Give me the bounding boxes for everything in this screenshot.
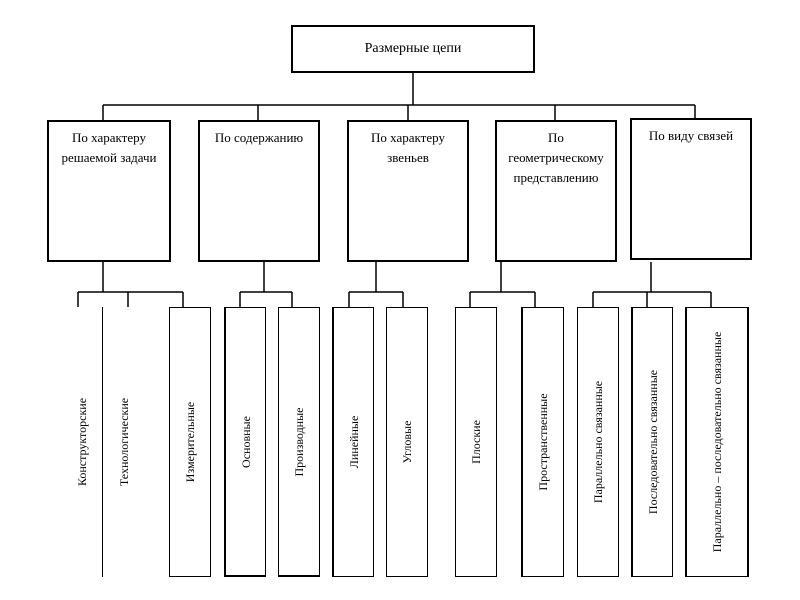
leaf-basic: Основные <box>224 307 266 577</box>
leaf-sequential: Последовательно связанные <box>631 307 673 577</box>
leaf-label: Параллельно связанные <box>591 380 605 504</box>
category-label: По виду связей <box>648 128 734 143</box>
leaf-angular: Угловые <box>386 307 428 577</box>
category-geometric: По геометрическому представлению <box>495 120 617 262</box>
leaf-label: Измерительные <box>183 401 197 483</box>
leaf-constructive: Конструкторские <box>62 307 102 577</box>
root-node: Размерные цепи <box>291 25 535 73</box>
category-label: По содержанию <box>214 130 304 145</box>
leaf-planar: Плоские <box>455 307 497 577</box>
root-label: Размерные цепи <box>364 41 462 56</box>
leaf-label: Основные <box>238 415 253 468</box>
leaf-derived: Производные <box>278 307 320 577</box>
leaf-label: Угловые <box>400 420 414 464</box>
leaf-label: Пространственные <box>536 393 550 491</box>
leaf-parallel-sequential: Параллельно – последовательно связанные <box>685 307 749 577</box>
leaf-label: Конструкторские <box>75 397 89 487</box>
leaf-label: Производные <box>292 407 306 476</box>
category-label: По характеру решаемой задачи <box>61 130 157 165</box>
leaf-label: Параллельно – последовательно связанные <box>710 331 724 553</box>
leaf-technological: Технологические <box>102 307 144 577</box>
category-label: По геометрическому представлению <box>508 130 604 185</box>
category-links-nature: По характеру звеньев <box>347 120 469 262</box>
leaf-linear: Линейные <box>332 307 374 577</box>
category-connection-type: По виду связей <box>630 118 752 260</box>
leaf-label: Последовательно связанные <box>645 369 660 515</box>
leaf-spatial: Пространственные <box>521 307 564 577</box>
category-content: По содержанию <box>198 120 320 262</box>
leaf-label: Линейные <box>346 415 361 469</box>
leaf-label: Технологические <box>116 397 131 487</box>
category-task-nature: По характеру решаемой задачи <box>47 120 171 262</box>
leaf-parallel: Параллельно связанные <box>577 307 619 577</box>
category-label: По характеру звеньев <box>371 130 445 165</box>
leaf-label: Плоские <box>469 420 483 464</box>
leaf-measuring: Измерительные <box>169 307 211 577</box>
